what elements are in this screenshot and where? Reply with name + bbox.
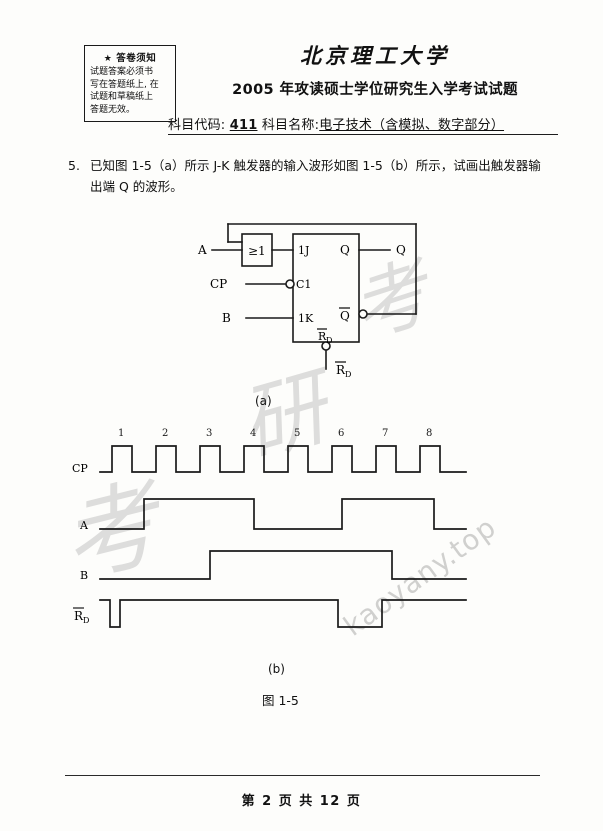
svg-text:R: R xyxy=(318,330,327,343)
signal-label-a: A xyxy=(79,519,89,532)
label-external-rd: R D xyxy=(335,361,351,379)
waveform-b xyxy=(99,550,467,580)
figure-caption-b: (b) xyxy=(268,662,285,676)
label-pin-k: 1K xyxy=(298,312,314,325)
svg-text:Q: Q xyxy=(340,309,350,323)
label-output-q: Q xyxy=(396,243,406,257)
rd-inversion-bubble xyxy=(321,341,331,351)
clock-number: 8 xyxy=(426,428,432,439)
clock-number: 3 xyxy=(206,428,212,439)
notice-line: 试题和草稿纸上 xyxy=(90,92,154,102)
label-pin-rd: R D xyxy=(317,328,332,345)
subject-code-value: 411 xyxy=(229,118,258,133)
signal-label-cp: CP xyxy=(72,462,88,475)
svg-text:D: D xyxy=(83,616,89,625)
svg-text:R: R xyxy=(74,609,84,623)
clock-number-row: 1 2 3 4 5 6 7 8 xyxy=(118,428,432,439)
circuit-diagram: A CP B ≥1 1J C1 1K Q Q Q R D R D xyxy=(197,223,417,379)
label-pin-qbar: Q xyxy=(339,307,350,323)
subject-code-label: 科目代码: xyxy=(168,118,226,133)
waveform-cp xyxy=(99,445,467,473)
exam-title: 2005 年攻读硕士学位研究生入学考试试题 xyxy=(232,82,518,98)
waveform-a xyxy=(99,498,467,530)
svg-text:D: D xyxy=(345,370,351,379)
signal-label-rd: R D xyxy=(73,607,89,625)
subject-line: 科目代码: 411 科目名称:电子技术（含模拟、数字部分） xyxy=(168,114,504,133)
clock-inversion-bubble xyxy=(285,279,295,289)
svg-text:R: R xyxy=(336,363,346,377)
clock-number: 2 xyxy=(162,428,168,439)
label-or-gate: ≥1 xyxy=(248,244,266,258)
signal-label-b: B xyxy=(80,569,88,582)
clock-number: 4 xyxy=(250,428,256,439)
subject-name-label: 科目名称: xyxy=(261,118,320,133)
clock-number: 6 xyxy=(338,428,344,439)
notice-line: 答题无效。 xyxy=(90,104,136,115)
waveform-diagram: 1 2 3 4 5 6 7 8 CP A B R D xyxy=(72,428,467,628)
notice-title-text: 答卷须知 xyxy=(116,53,157,64)
clock-number: 1 xyxy=(118,428,124,439)
notice-line: 试题答案必须书 xyxy=(90,67,154,77)
label-pin-q: Q xyxy=(340,243,350,257)
qbar-inversion-bubble xyxy=(358,309,368,319)
question-block: 5. 已知图 1-5（a）所示 J-K 触发器的输入波形如图 1-5（b）所示，… xyxy=(68,155,548,197)
clock-number: 7 xyxy=(382,428,388,439)
footer-divider xyxy=(65,775,540,776)
label-input-a: A xyxy=(197,243,207,257)
notice-line: 写在答题纸上, 在 xyxy=(90,79,159,90)
subject-name-value: 电子技术（含模拟、数字部分） xyxy=(319,118,505,133)
question-text: 已知图 1-5（a）所示 J-K 触发器的输入波形如图 1-5（b）所示，试画出… xyxy=(90,158,541,194)
label-input-cp: CP xyxy=(210,277,227,291)
notice-box: ★ 答卷须知 试题答案必须书 写在答题纸上, 在 试题和草稿纸上 答题无效。 xyxy=(84,45,176,122)
figure-number-caption: 图 1-5 xyxy=(262,693,299,708)
star-icon: ★ xyxy=(103,54,113,64)
notice-title: ★ 答卷须知 xyxy=(90,50,170,64)
label-input-b: B xyxy=(222,311,231,325)
figure-caption-a: (a) xyxy=(255,394,272,408)
label-pin-j: 1J xyxy=(298,244,309,257)
university-name: 北京理工大学 xyxy=(300,43,450,68)
clock-number: 5 xyxy=(294,428,300,439)
svg-text:D: D xyxy=(326,336,332,345)
label-pin-c: C1 xyxy=(296,278,311,291)
question-number: 5. xyxy=(68,158,80,173)
waveform-rd xyxy=(99,599,467,628)
page-footer: 第 2 页 共 12 页 xyxy=(241,794,362,809)
header-divider xyxy=(168,134,558,135)
